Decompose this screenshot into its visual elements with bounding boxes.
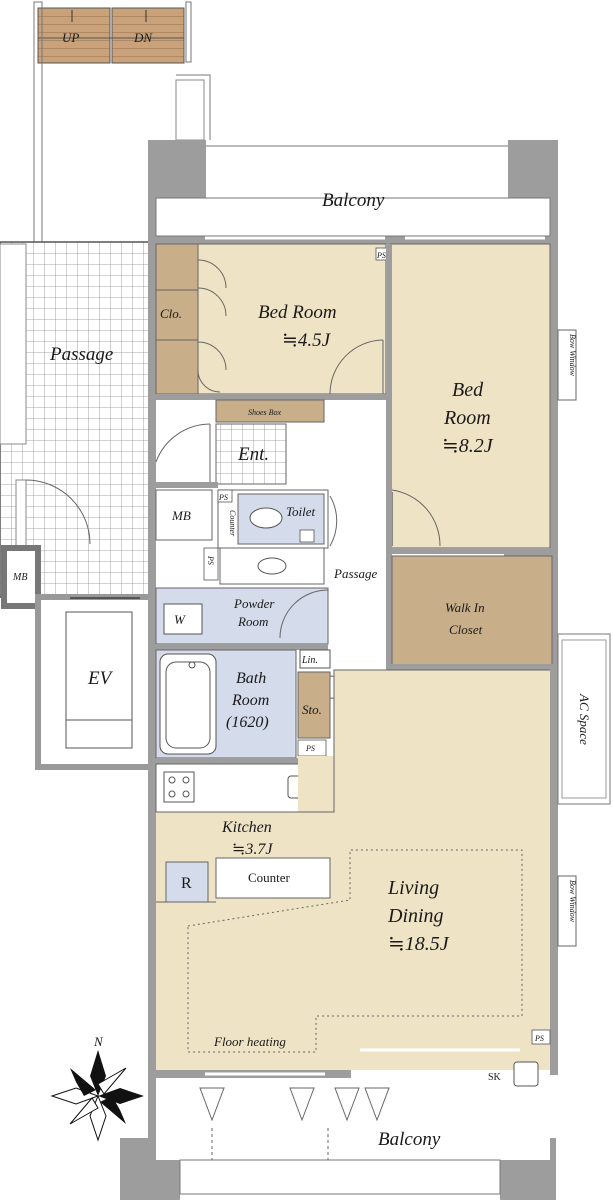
bathroom-line3: (1620) — [226, 714, 269, 731]
sk-label: SK — [488, 1072, 502, 1083]
ps-vertical: PS — [203, 547, 219, 581]
powder-room: W Powder Room Lin. — [148, 587, 331, 669]
ps-4-label: PS — [305, 744, 315, 753]
walk-in-closet-line1: Walk In — [445, 600, 485, 615]
bedroom-small-name: Bed Room — [258, 302, 337, 323]
inner-passage: Passage — [219, 394, 392, 684]
ps-1-label: PS — [376, 251, 386, 260]
entrance: Shoes Box Ent. — [148, 399, 325, 488]
balcony-bottom: SK Balcony — [156, 1048, 550, 1195]
walk-in-closet: Walk In Closet — [386, 555, 554, 670]
bow-window-top-label: Bow Window — [568, 334, 577, 377]
closet-label: Clo. — [160, 306, 182, 321]
stairs-down-label: DN — [133, 30, 153, 45]
outer-passage: Passage — [0, 241, 153, 598]
mb-inner-label: MB — [171, 508, 191, 523]
washer-label: W — [174, 612, 186, 627]
bedroom-small: PS Clo. Bed Room ≒4.5J — [148, 243, 389, 400]
mb-outer: MB — [1, 545, 41, 609]
stairs: UP DN — [33, 1, 211, 243]
compass-north-label: N — [93, 1034, 104, 1049]
ps-3-label: PS — [206, 555, 215, 565]
bathroom-line1: Bath — [236, 670, 266, 687]
outer-passage-label: Passage — [49, 344, 113, 365]
bow-window-bottom-label: Bow Window — [568, 880, 577, 923]
counter-small-label: Counter — [228, 510, 237, 537]
floor-heating-label: Floor heating — [213, 1034, 286, 1049]
kitchen-size: ≒3.7J — [232, 841, 273, 858]
toilet-room: PS Toilet Counter — [217, 489, 338, 549]
ps-2-label: PS — [218, 493, 228, 502]
elevator: EV — [35, 594, 155, 770]
ev-label: EV — [87, 668, 114, 689]
refrigerator-label: R — [181, 875, 192, 892]
inner-passage-label: Passage — [333, 566, 378, 581]
ac-space: AC Space — [557, 633, 611, 805]
stairs-up-label: UP — [62, 30, 79, 45]
bedroom-large: Bed Room ≒8.2J Bow Window — [386, 243, 577, 554]
bathroom-line2: Room — [231, 692, 269, 709]
bedroom-large-line2: Room — [443, 407, 491, 429]
living-dining-line2: Dining — [387, 905, 444, 927]
balcony-top: Balcony — [155, 145, 551, 240]
powder-room-line2: Room — [237, 614, 268, 629]
bathroom: Bath Room (1620) — [148, 649, 298, 764]
storage: Sto. PS — [297, 669, 383, 757]
shoes-box-label: Shoes Box — [248, 408, 282, 417]
ps-5-label: PS — [534, 1034, 544, 1043]
bedroom-small-size: ≒4.5J — [282, 330, 332, 351]
storage-label: Sto. — [302, 702, 322, 717]
entrance-label: Ent. — [237, 444, 269, 465]
mb-inner: MB — [155, 489, 213, 541]
balcony-top-label: Balcony — [322, 190, 385, 211]
powder-room-line1: Powder — [233, 596, 275, 611]
bedroom-large-line1: Bed — [452, 379, 484, 401]
linen-label: Lin. — [301, 655, 318, 666]
bedroom-large-size: ≒8.2J — [442, 435, 494, 457]
compass-rose: N — [50, 1034, 144, 1142]
toilet-label: Toilet — [286, 504, 316, 519]
balcony-bottom-label: Balcony — [378, 1129, 441, 1150]
walk-in-closet-line2: Closet — [449, 622, 483, 637]
mb-outer-label: MB — [12, 572, 27, 583]
living-dining-kitchen: Kitchen ≒3.7J R Counter Living Dining ≒1… — [156, 669, 577, 1070]
kitchen-name: Kitchen — [221, 819, 272, 836]
living-dining-line1: Living — [387, 877, 439, 899]
ac-space-label: AC Space — [577, 693, 592, 745]
living-dining-size: ≒18.5J — [388, 933, 450, 955]
counter-label: Counter — [248, 870, 291, 885]
